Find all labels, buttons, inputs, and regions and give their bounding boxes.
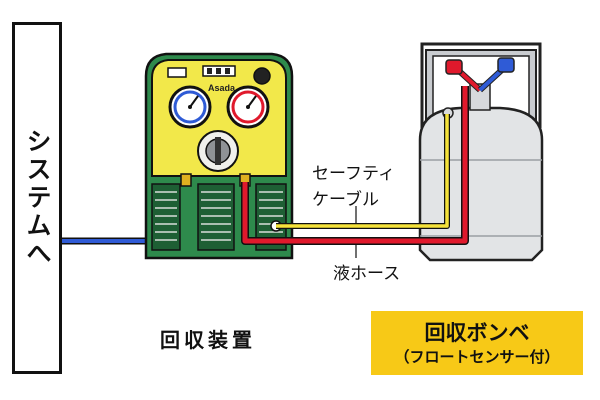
power-switch-icon [167,67,187,78]
valve-knob-icon [197,130,239,172]
liquid-hose-label: 液ホース [333,264,401,284]
cylinder-label-box: 回収ボンベ （フロートセンサー付） [371,311,583,375]
system-label: システムへ [23,128,52,268]
red-liquid-hose [241,86,469,245]
yellow-safety-cable [276,114,450,229]
recovery-unit-label: 回収装置 [160,328,256,352]
cylinder-subtitle: （フロートセンサー付） [394,348,560,366]
safety-cable-label: セーフティ ケーブル [312,164,395,210]
pressure-gauge-icon [226,85,270,129]
system-label-box: システムへ [12,22,62,374]
valve-handle-icon [445,57,515,93]
cylinder-title: 回収ボンベ [424,321,530,345]
pressure-gauge-icon [168,85,212,129]
recovery-unit: Asada [144,52,294,260]
brand-text: Asada [208,83,236,93]
